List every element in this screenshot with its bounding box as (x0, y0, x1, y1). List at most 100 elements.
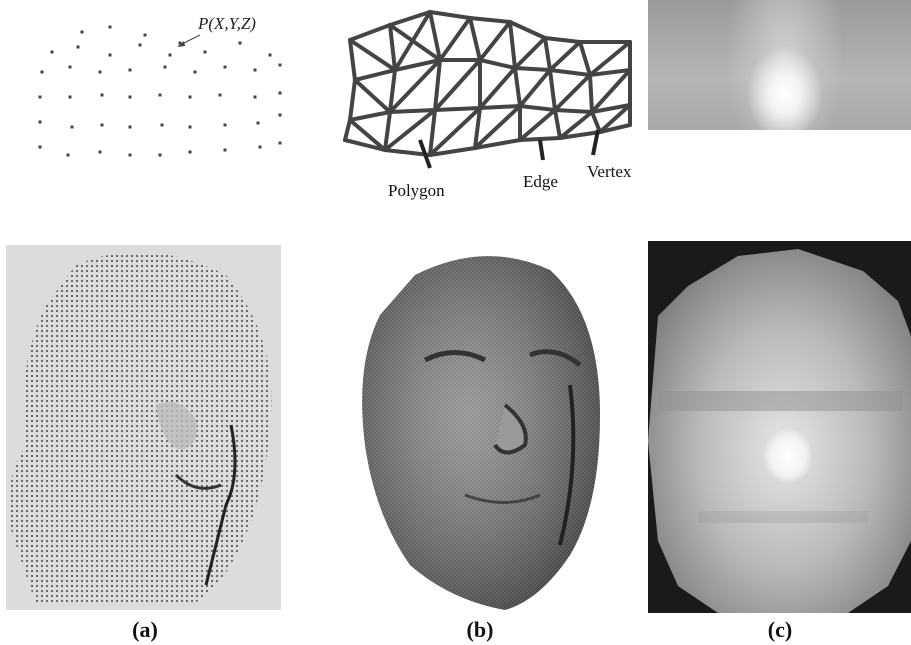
point-marker (224, 66, 227, 69)
mesh-edge (545, 38, 550, 70)
polygon-label: Polygon (388, 181, 445, 201)
mesh-edge (520, 106, 555, 110)
mesh-edge (515, 68, 550, 70)
mesh-edge (430, 110, 435, 155)
mesh-edge (550, 70, 590, 75)
mesh-edge (390, 25, 395, 70)
point-marker (69, 66, 72, 69)
vertex-label: Vertex (587, 162, 631, 182)
face-mesh (355, 245, 610, 610)
point-marker (129, 96, 132, 99)
mesh-edge (510, 22, 515, 68)
mesh-edge (355, 70, 395, 80)
point-marker (189, 126, 192, 129)
point-marker (204, 51, 207, 54)
point-marker (269, 54, 272, 57)
point-marker (257, 122, 260, 125)
mesh-edge (515, 68, 520, 106)
point-marker (129, 126, 132, 129)
mesh-edge (480, 106, 520, 108)
point-marker (41, 71, 44, 74)
mesh-edge (435, 108, 480, 110)
point-marker (239, 42, 242, 45)
mesh-edge (555, 75, 590, 110)
point-marker (279, 92, 282, 95)
mesh-edge (480, 60, 515, 68)
point-marker (189, 151, 192, 154)
point-marker (219, 94, 222, 97)
point-marker (129, 154, 132, 157)
point-label: P(X,Y,Z) (198, 14, 256, 34)
face-point-cloud (6, 245, 281, 610)
mesh-edge (350, 25, 390, 40)
point-marker (254, 96, 257, 99)
point-marker (139, 44, 142, 47)
point-marker (77, 46, 80, 49)
point-marker (279, 142, 282, 145)
point-marker (164, 66, 167, 69)
mesh-edge (480, 22, 510, 60)
point-marker (101, 94, 104, 97)
mesh-edge (470, 18, 480, 60)
mesh-edge (350, 40, 395, 70)
point-marker (189, 96, 192, 99)
mesh-edge (350, 80, 355, 120)
point-cloud-diagram (30, 15, 300, 175)
caption-a: (a) (105, 617, 185, 643)
point-marker (159, 154, 162, 157)
point-marker (224, 149, 227, 152)
point-marker (39, 121, 42, 124)
mesh-edge (385, 110, 435, 150)
point-marker (194, 71, 197, 74)
mesh-edge (430, 12, 470, 18)
point-marker (39, 96, 42, 99)
point-marker (101, 124, 104, 127)
triangle-mesh-diagram (330, 0, 640, 170)
mesh-edge (355, 80, 390, 112)
mesh-edge (345, 120, 350, 140)
mesh-edge (545, 38, 580, 42)
mesh-edge (590, 75, 592, 112)
mesh-edge (520, 138, 560, 140)
point-marker (81, 31, 84, 34)
mesh-edge (510, 22, 545, 38)
point-marker (99, 151, 102, 154)
point-marker (129, 69, 132, 72)
point-marker (67, 154, 70, 157)
face-depth-map (648, 241, 911, 613)
point-marker (109, 54, 112, 57)
mesh-edge (440, 18, 470, 60)
caption-c: (c) (740, 617, 820, 643)
mesh-edge (480, 68, 515, 108)
point-marker (159, 94, 162, 97)
point-marker (39, 146, 42, 149)
mesh-edge (520, 70, 550, 106)
mesh-edge (515, 38, 545, 68)
mesh-edge (555, 110, 560, 138)
point-marker (279, 114, 282, 117)
point-marker (71, 126, 74, 129)
mesh-edge (520, 110, 555, 140)
mesh-edge (435, 60, 480, 110)
point-marker (161, 124, 164, 127)
mesh-edge (592, 112, 600, 132)
mesh-edge (470, 18, 510, 22)
mesh-edge (580, 42, 590, 75)
point-marker (99, 71, 102, 74)
point-marker (69, 96, 72, 99)
caption-b: (b) (440, 617, 520, 643)
edge-leader (540, 140, 543, 160)
mesh-edge (350, 40, 355, 80)
point-marker (254, 69, 257, 72)
edge-label: Edge (523, 172, 558, 192)
point-marker (279, 64, 282, 67)
depth-map-strip (648, 0, 911, 130)
point-marker (51, 51, 54, 54)
point-marker (224, 124, 227, 127)
mesh-edge (550, 70, 555, 110)
point-marker (259, 146, 262, 149)
mesh-edge (350, 112, 390, 120)
point-marker (144, 34, 147, 37)
mesh-edge (555, 110, 592, 112)
mesh-edge (550, 42, 580, 70)
